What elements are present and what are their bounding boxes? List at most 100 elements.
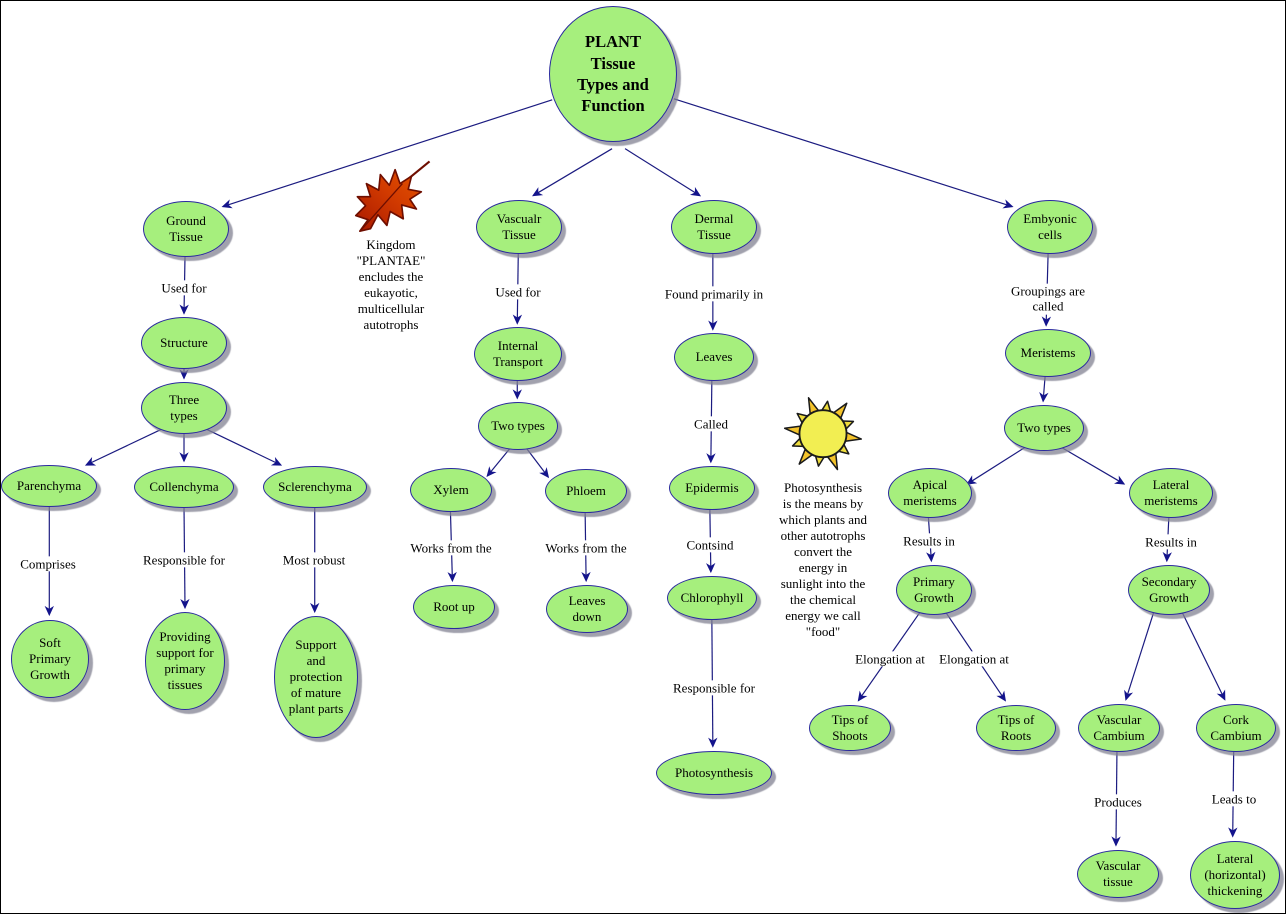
edge-three-types-to-sclerenchyma: [203, 427, 283, 466]
node-label: Sclerenchyma: [278, 479, 352, 495]
edge-meristems-to-two-types: [1039, 376, 1049, 403]
node-label: Two types: [1017, 420, 1071, 436]
edge-plant-to-dermal: [624, 148, 702, 197]
edge-plant-to-embryonic: [673, 98, 1014, 209]
node-label: Parenchyma: [16, 478, 82, 494]
node-phloem: Phloem: [545, 469, 627, 513]
node-collenchyma: Collenchyma: [134, 466, 234, 508]
edge-label: Contsind: [683, 537, 737, 553]
edge-plant-to-ground: [221, 99, 553, 209]
node-label: Root up: [433, 599, 475, 615]
node-structure: Structure: [141, 317, 227, 369]
oak-leaf-icon: [354, 160, 431, 232]
edge-label: Responsible for: [140, 552, 228, 568]
node-label: Photosynthesis: [674, 765, 753, 781]
edge-secondary-to-cork-cambium: [1181, 611, 1226, 701]
edge-label: Leads to: [1208, 791, 1260, 807]
node-two-types-meristem: Two types: [1004, 405, 1084, 451]
node-label: Leaves: [695, 349, 733, 365]
node-leaves: Leaves: [674, 333, 754, 381]
edge-label: Results in: [900, 533, 958, 549]
node-chlorophyll: Chlorophyll: [667, 576, 757, 620]
node-label: Xylem: [433, 482, 469, 498]
node-label: Chlorophyll: [680, 590, 744, 606]
node-label: Two types: [491, 418, 545, 434]
edge-label: Most robust: [279, 552, 349, 568]
edge-label: Works from the: [542, 540, 630, 556]
node-parenchyma: Parenchyma: [1, 465, 97, 507]
edge-label: Elongation at: [936, 651, 1012, 667]
node-label: Structure: [160, 335, 208, 351]
node-label: Lateral(horizontal)thickening: [1204, 851, 1266, 898]
edge-two-types-to-phloem: [525, 447, 550, 479]
node-lateral-thickening: Lateral(horizontal)thickening: [1190, 841, 1280, 909]
node-two-types-vascular: Two types: [478, 402, 558, 450]
edge-label: Produces: [1091, 794, 1145, 810]
edge-label: Used for: [492, 284, 544, 300]
edge-label: Results in: [1142, 534, 1200, 550]
edge-secondary-to-vascular-cambium: [1124, 611, 1155, 701]
node-sclerenchyma: Sclerenchyma: [263, 466, 367, 508]
node-label: Phloem: [566, 483, 606, 499]
node-label: Epidermis: [685, 480, 739, 496]
node-label: Meristems: [1020, 345, 1076, 361]
node-epidermis: Epidermis: [669, 466, 755, 510]
edge-plant-to-vascular: [532, 148, 613, 197]
edge-label: Responsible for: [670, 680, 758, 696]
edge-label: Called: [691, 416, 731, 432]
edge-label: Used for: [158, 280, 210, 296]
node-label: Collenchyma: [149, 479, 219, 495]
node-meristems: Meristems: [1005, 329, 1091, 377]
edge-two-types-to-xylem: [486, 447, 511, 478]
edge-two-types-to-apical: [966, 445, 1028, 485]
edge-label: Works from the: [407, 540, 495, 556]
edge-three-types-to-parenchyma: [84, 427, 165, 466]
node-xylem: Xylem: [410, 468, 492, 512]
node-photosynthesis-node: Photosynthesis: [656, 751, 772, 795]
edge-label: Comprises: [17, 556, 79, 572]
sun-icon: [783, 397, 863, 471]
node-root-up: Root up: [413, 585, 495, 629]
